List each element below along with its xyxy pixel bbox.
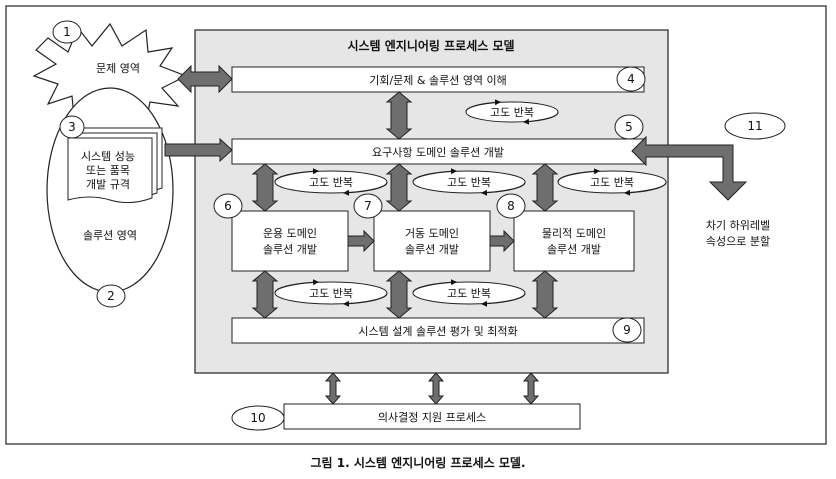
operational-domain-box [231, 210, 349, 272]
arrow-req-behavioral [385, 163, 413, 212]
iterate-label-top: 고도 반복 [490, 106, 534, 119]
iterate-oval-row2-a [274, 279, 388, 307]
operational-line-1: 운용 도메인 [263, 227, 317, 240]
iterate-oval-top [465, 99, 559, 125]
iterate-oval-row1-a [274, 168, 388, 196]
physical-line-2: 솔루션 개발 [547, 243, 601, 256]
decompose-line-2: 속성으로 분할 [706, 235, 770, 248]
arrow-spec-requirements [164, 137, 233, 163]
arrow-problem-understand [177, 64, 233, 94]
operational-line-2: 솔루션 개발 [263, 243, 317, 256]
arrow-operational-behavioral [347, 229, 375, 253]
iterate-oval-row1-c [557, 168, 667, 196]
behavioral-line-1: 거동 도메인 [405, 227, 459, 240]
spec-document-stack [67, 127, 163, 204]
spec-line-2: 또는 품목 [86, 164, 130, 177]
arrow-req-physical [531, 163, 559, 212]
marker-3: 3 [68, 120, 76, 134]
arrow-behavioral-eval [385, 270, 413, 319]
marker-11: 11 [747, 119, 762, 133]
behavioral-line-2: 솔루션 개발 [405, 243, 459, 256]
understand-bar-label: 기회/문제 & 솔루션 영역 이해 [369, 73, 507, 87]
evaluation-bar [231, 317, 645, 344]
marker-9: 9 [623, 323, 631, 337]
diagram-title: 시스템 엔지니어링 프로세스 모델 [347, 38, 514, 53]
arrow-behavioral-physical [489, 229, 515, 253]
marker-5: 5 [625, 120, 633, 134]
requirements-bar-label: 요구사항 도메인 솔루션 개발 [372, 146, 504, 159]
arrow-physical-eval [531, 270, 559, 319]
marker-6: 6 [224, 199, 232, 213]
spec-line-1: 시스템 성능 [81, 150, 135, 163]
decompose-line-1: 차기 하위레벨 [706, 218, 770, 232]
solution-space-label: 솔루션 영역 [83, 229, 137, 242]
decision-support-label: 의사결정 지원 프로세스 [378, 411, 486, 424]
spec-line-3: 개발 규격 [86, 178, 130, 191]
evaluation-bar-label: 시스템 설계 솔루션 평가 및 최적화 [358, 325, 517, 338]
iterate-label-row2-a: 고도 반복 [309, 287, 353, 300]
arrow-understand-requirements [385, 91, 413, 140]
marker-7: 7 [364, 199, 372, 213]
requirements-bar [231, 138, 645, 165]
number-markers: 1 2 3 4 5 6 7 8 9 10 11 [52, 20, 786, 431]
behavioral-domain-box [373, 210, 491, 272]
problem-space-label: 문제 영역 [96, 62, 140, 75]
arrow-decision-right [522, 372, 540, 405]
arrow-decision-left [324, 372, 342, 405]
arrow-operational-eval [251, 270, 279, 319]
iterate-oval-row1-b [412, 168, 526, 196]
arrow-decision-center [427, 372, 445, 405]
iterate-label-row2-b: 고도 반복 [447, 287, 491, 300]
physical-line-1: 물리적 도메인 [542, 227, 606, 240]
iterate-label-row1-a: 고도 반복 [309, 176, 353, 189]
iterate-label-row1-b: 고도 반복 [447, 176, 491, 189]
marker-2: 2 [107, 289, 115, 303]
marker-8: 8 [507, 199, 515, 213]
physical-domain-box [513, 210, 635, 272]
arrow-requirements-next-level [631, 135, 748, 201]
arrow-req-operational [251, 163, 279, 212]
outer-frame [5, 5, 827, 445]
figure-caption: 그림 1. 시스템 엔지니어링 프로세스 모델. [311, 455, 526, 470]
marker-4: 4 [627, 72, 635, 86]
marker-1: 1 [63, 25, 71, 39]
marker-10: 10 [250, 411, 265, 425]
iterate-label-row1-c: 고도 반복 [590, 176, 634, 189]
problem-space-burst [32, 22, 188, 128]
iterate-oval-row2-b [412, 279, 526, 307]
block-arrows [164, 64, 748, 405]
